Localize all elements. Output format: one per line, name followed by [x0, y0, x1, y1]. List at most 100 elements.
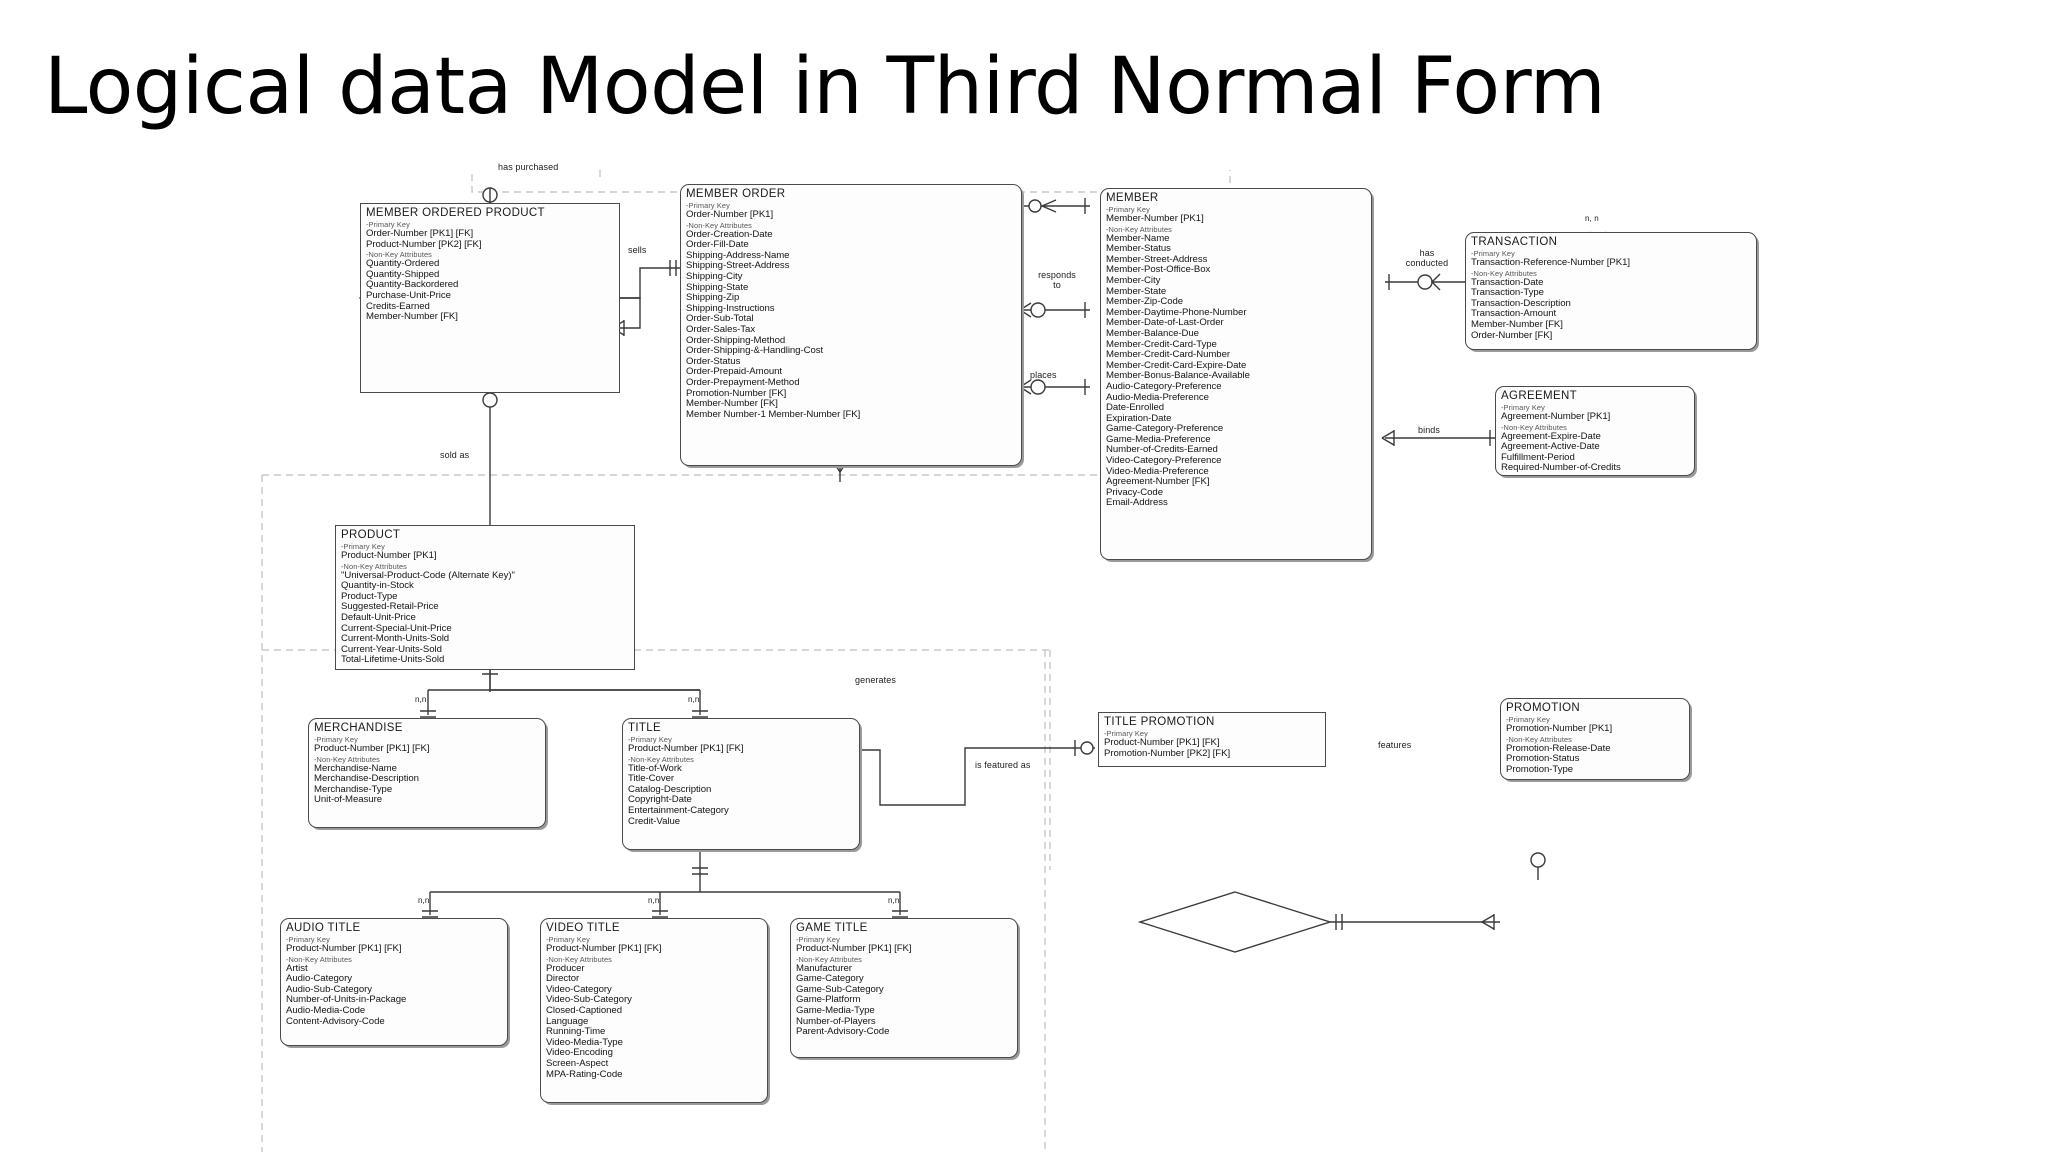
- entity-title: TITLE PROMOTION: [1104, 716, 1215, 728]
- rel-label-generates: generates: [855, 675, 896, 685]
- entity-merchandise[interactable]: MERCHANDISE -Primary Key Product-Number …: [308, 718, 546, 828]
- attribute: Video-Sub-Category: [546, 994, 632, 1006]
- attribute: Member-Daytime-Phone-Number: [1106, 306, 1247, 318]
- primary-key-label: -Primary Key: [686, 201, 1016, 210]
- attribute-pk: Product-Number [PK1] [FK]: [1104, 737, 1220, 748]
- primary-key-label: -Primary Key: [1506, 715, 1684, 724]
- attribute-pk: Transaction-Reference-Number [PK1]: [1471, 257, 1630, 268]
- attribute: Number-of-Units-in-Package: [286, 994, 407, 1006]
- entity-audio-title[interactable]: AUDIO TITLE -Primary Key Product-Number …: [280, 918, 508, 1046]
- attribute: Producer: [546, 962, 585, 974]
- attribute: Member-Balance-Due: [1106, 327, 1199, 339]
- attribute: Member Number-1 Member-Number [FK]: [686, 408, 861, 420]
- attribute: Total-Lifetime-Units-Sold: [341, 654, 445, 666]
- attribute-pk: Order-Number [PK1] [FK]: [366, 228, 474, 239]
- primary-key-label: -Primary Key: [1501, 403, 1689, 412]
- attribute: Member-Credit-Card-Number: [1106, 349, 1231, 361]
- attribute: Order-Shipping-Method: [686, 334, 786, 346]
- title-promotion-diamond: [1137, 891, 1333, 953]
- entity-title: PRODUCT: [341, 529, 401, 541]
- rel-label-sells: sells: [628, 245, 647, 255]
- rel-label-features: features: [1378, 740, 1412, 750]
- attribute: Member-Status: [1106, 243, 1171, 255]
- rel-label-binds: binds: [1418, 425, 1441, 435]
- attribute: Quantity-Backordered: [366, 279, 459, 291]
- cardinality-audio: n,n: [418, 896, 430, 905]
- entity-title: AUDIO TITLE: [286, 922, 361, 934]
- entity-product[interactable]: PRODUCT -Primary Key Product-Number [PK1…: [335, 525, 635, 670]
- entity-promotion[interactable]: PROMOTION -Primary Key Promotion-Number …: [1500, 698, 1690, 780]
- attribute-pk: Order-Number [PK1]: [686, 209, 774, 220]
- non-key-label: -Non-Key Attributes: [796, 955, 1012, 964]
- non-key-label: -Non-Key Attributes: [546, 955, 762, 964]
- attribute: Current-Year-Units-Sold: [341, 643, 442, 655]
- entity-title: MEMBER ORDER: [686, 188, 786, 200]
- attribute-pk: Product-Number [PK1]: [341, 550, 437, 561]
- attribute: Video-Category-Preference: [1106, 455, 1222, 467]
- primary-key-label: -Primary Key: [366, 220, 614, 229]
- attribute: Artist: [286, 962, 308, 974]
- entity-title: GAME TITLE: [796, 922, 868, 934]
- rel-label-sold-as: sold as: [440, 450, 470, 460]
- attribute: Promotion-Release-Date: [1506, 742, 1611, 754]
- entity-member-ordered-product[interactable]: MEMBER ORDERED PRODUCT -Primary Key Orde…: [360, 203, 620, 393]
- attribute: Promotion-Type: [1506, 763, 1574, 775]
- attribute: Audio-Category-Preference: [1106, 380, 1222, 392]
- attribute: Video-Media-Type: [546, 1036, 623, 1048]
- non-key-label: -Non-Key Attributes: [1106, 225, 1366, 234]
- non-key-label: -Non-Key Attributes: [628, 755, 854, 764]
- attribute: Promotion-Status: [1506, 753, 1580, 765]
- attribute: Quantity-in-Stock: [341, 580, 414, 592]
- attribute: Member-Bonus-Balance-Available: [1106, 370, 1250, 382]
- entity-video-title[interactable]: VIDEO TITLE -Primary Key Product-Number …: [540, 918, 768, 1103]
- entity-title-promotion[interactable]: TITLE PROMOTION -Primary Key Product-Num…: [1098, 712, 1326, 767]
- non-key-label: -Non-Key Attributes: [366, 250, 614, 259]
- attribute: Required-Number-of-Credits: [1501, 462, 1621, 474]
- attribute: Number-of-Credits-Earned: [1106, 444, 1218, 456]
- cardinality-merchandise: n,n: [415, 695, 427, 704]
- attribute: Title-Cover: [628, 773, 675, 785]
- er-diagram-canvas: has purchased sells sold as responds to …: [0, 162, 2048, 1152]
- rel-label-has-purchased: has purchased: [498, 162, 559, 172]
- attribute: Audio-Media-Preference: [1106, 391, 1209, 403]
- primary-key-label: -Primary Key: [1106, 205, 1366, 214]
- attribute: Member-Number [FK]: [686, 398, 778, 410]
- attribute: Manufacturer: [796, 962, 852, 974]
- entity-title: MERCHANDISE: [314, 722, 403, 734]
- attribute: Audio-Sub-Category: [286, 983, 373, 995]
- entity-title: AGREEMENT: [1501, 390, 1577, 402]
- entity-title-entity[interactable]: TITLE -Primary Key Product-Number [PK1] …: [622, 718, 860, 850]
- attribute: Director: [546, 973, 580, 985]
- entity-title: VIDEO TITLE: [546, 922, 620, 934]
- entity-member[interactable]: MEMBER -Primary Key Member-Number [PK1] …: [1100, 188, 1372, 560]
- primary-key-label: -Primary Key: [628, 735, 854, 744]
- attribute: Screen-Aspect: [546, 1057, 609, 1069]
- attribute: Order-Shipping-&-Handling-Cost: [686, 345, 824, 357]
- entity-member-order[interactable]: MEMBER ORDER -Primary Key Order-Number […: [680, 184, 1022, 466]
- entity-title: MEMBER: [1106, 192, 1159, 204]
- entity-game-title[interactable]: GAME TITLE -Primary Key Product-Number […: [790, 918, 1018, 1058]
- attribute: Order-Prepaid-Amount: [686, 366, 783, 378]
- attribute: Member-Zip-Code: [1106, 296, 1184, 308]
- non-key-label: -Non-Key Attributes: [314, 755, 540, 764]
- attribute: Audio-Media-Code: [286, 1004, 366, 1016]
- attribute: Product-Type: [341, 590, 398, 602]
- attribute: Order-Creation-Date: [686, 228, 773, 240]
- attribute: Merchandise-Name: [314, 762, 397, 774]
- attribute: Entertainment-Category: [628, 804, 729, 816]
- entity-agreement[interactable]: AGREEMENT -Primary Key Agreement-Number …: [1495, 386, 1695, 476]
- attribute: Parent-Advisory-Code: [796, 1026, 890, 1038]
- non-key-label: -Non-Key Attributes: [1471, 269, 1751, 278]
- attribute: Agreement-Active-Date: [1501, 441, 1600, 453]
- primary-key-label: -Primary Key: [1471, 249, 1751, 258]
- attribute: Suggested-Retail-Price: [341, 601, 439, 613]
- attribute: Order-Sub-Total: [686, 313, 754, 325]
- entity-title: PROMOTION: [1506, 702, 1581, 714]
- attribute: Closed-Captioned: [546, 1004, 622, 1016]
- entity-transaction[interactable]: TRANSACTION -Primary Key Transaction-Ref…: [1465, 232, 1757, 350]
- attribute: Number-of-Players: [796, 1015, 876, 1027]
- entity-title: TITLE: [628, 722, 662, 734]
- attribute-pk: Promotion-Number [PK1]: [1506, 723, 1613, 734]
- attribute: Order-Sales-Tax: [686, 323, 756, 335]
- attribute: Game-Media-Preference: [1106, 433, 1211, 445]
